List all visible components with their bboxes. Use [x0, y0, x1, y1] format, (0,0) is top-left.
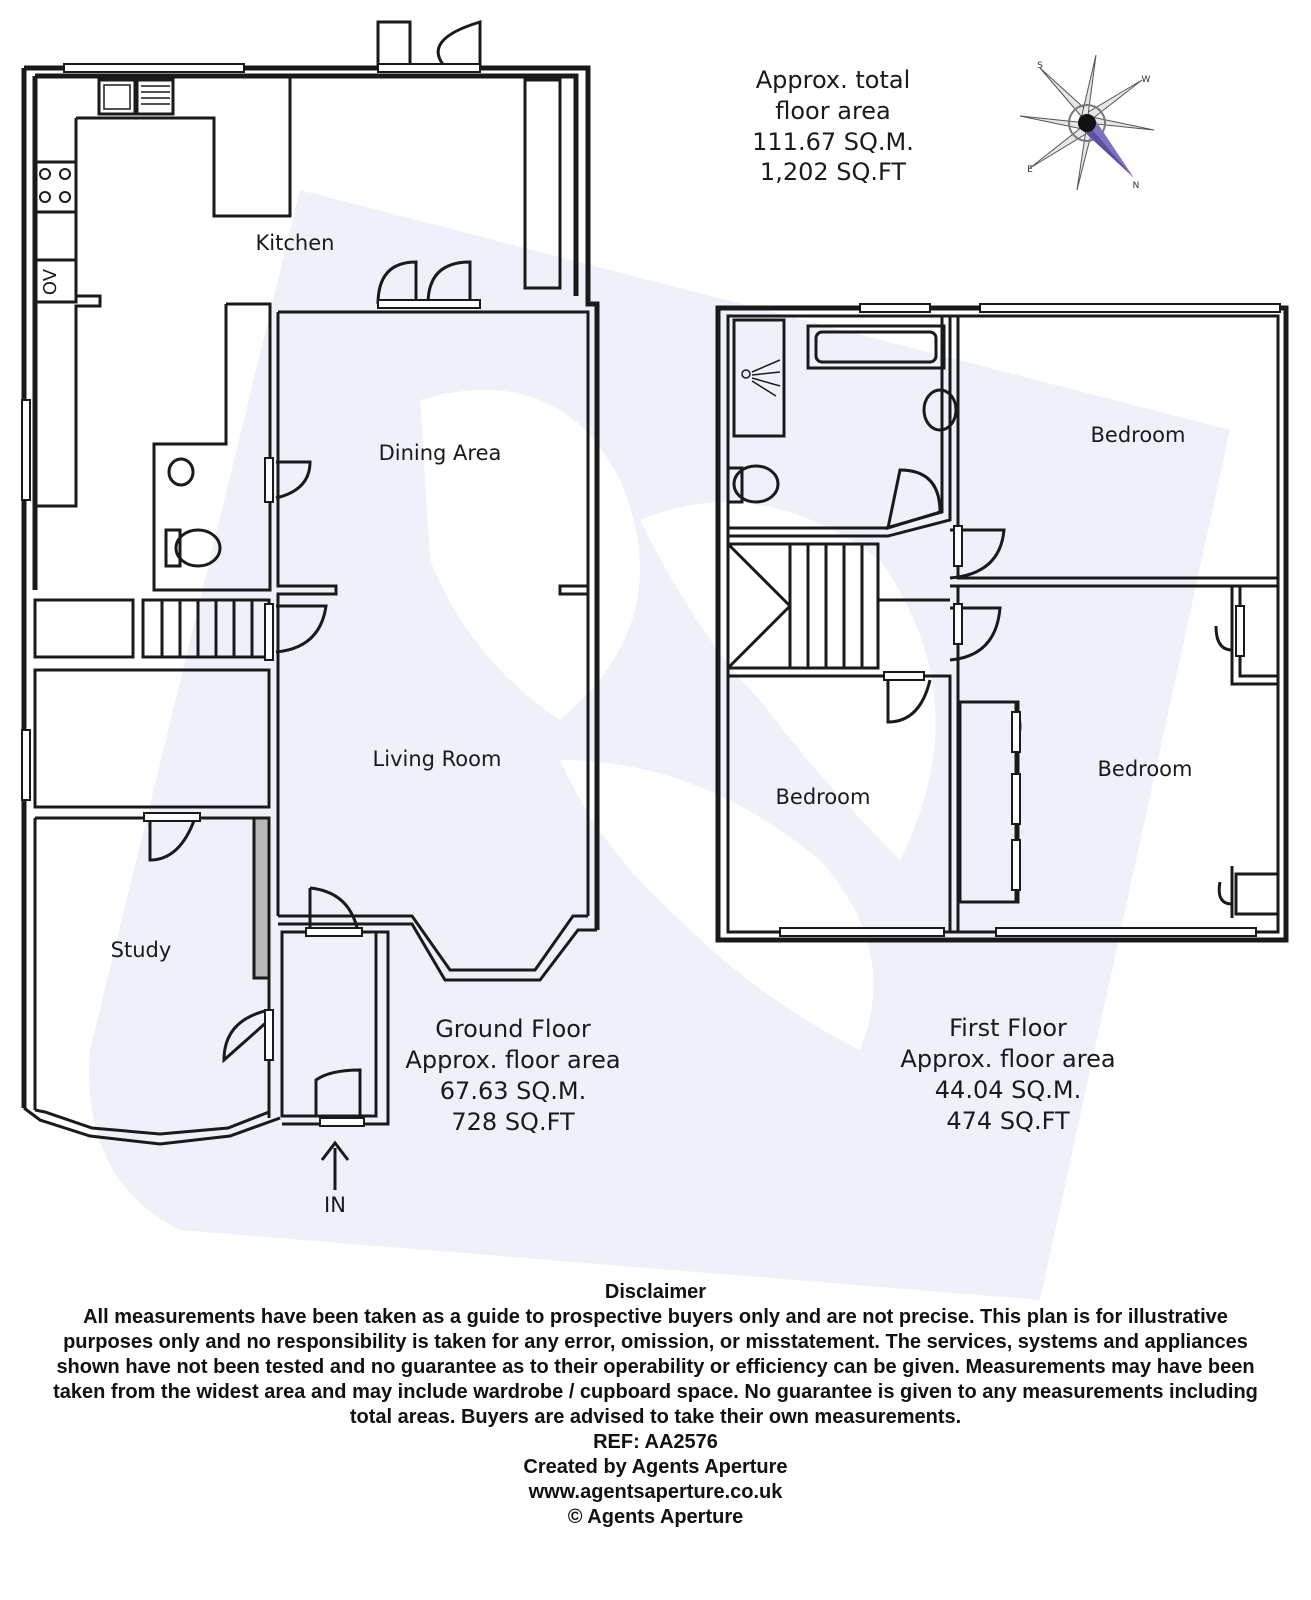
room-label-bedroom-top: Bedroom — [1091, 423, 1186, 447]
disclaimer-copyright: © Agents Aperture — [567, 1506, 744, 1528]
disclaimer-body: All measurements have been taken as a gu… — [53, 1306, 1258, 1428]
compass-letter-n: N — [1133, 181, 1140, 191]
entrance-label: IN — [324, 1193, 346, 1217]
compass-letter-w: W — [1142, 75, 1151, 85]
total-area-line2: floor area — [775, 97, 891, 125]
shower-icon — [741, 359, 781, 397]
first-floor-windows — [779, 303, 1281, 937]
first-floor-sqft: 474 SQ.FT — [946, 1107, 1070, 1135]
ground-floor-windows — [21, 63, 481, 1127]
sink-icon — [103, 84, 170, 110]
hob-icon — [39, 168, 71, 203]
total-area-line1: Approx. total — [756, 66, 911, 94]
disclaimer-website[interactable]: www.agentsaperture.co.uk — [528, 1481, 783, 1503]
ground-floor-title: Ground Floor — [435, 1015, 591, 1043]
room-label-living-room: Living Room — [373, 747, 502, 771]
first-floor-sqm: 44.04 SQ.M. — [935, 1076, 1081, 1104]
compass-icon: S W E N — [1019, 54, 1155, 191]
ground-floor-subtitle: Approx. floor area — [405, 1046, 620, 1074]
first-floor-title: First Floor — [949, 1014, 1067, 1042]
total-area-sqm: 111.67 SQ.M. — [752, 128, 914, 156]
compass-letter-e: E — [1027, 165, 1033, 175]
disclaimer-created-by: Created by Agents Aperture — [523, 1456, 788, 1478]
room-label-kitchen: Kitchen — [256, 231, 335, 255]
ground-floor-sqft: 728 SQ.FT — [451, 1108, 575, 1136]
ground-floor-sqm: 67.63 SQ.M. — [440, 1077, 586, 1105]
disclaimer-title: Disclaimer — [604, 1281, 707, 1303]
disclaimer: Disclaimer All measurements have been ta… — [50, 1280, 1261, 1530]
oven-label: OV — [40, 268, 61, 295]
total-area-sqft: 1,202 SQ.FT — [760, 158, 906, 186]
disclaimer-ref: REF: AA2576 — [593, 1431, 718, 1453]
first-floor-subtitle: Approx. floor area — [900, 1045, 1115, 1073]
room-label-bedroom-left: Bedroom — [776, 785, 871, 809]
room-label-bedroom-right: Bedroom — [1098, 757, 1193, 781]
compass-letter-s: S — [1037, 61, 1043, 71]
room-label-dining-area: Dining Area — [379, 441, 502, 465]
watermark-logo — [89, 190, 1230, 1300]
room-label-study: Study — [111, 938, 172, 962]
